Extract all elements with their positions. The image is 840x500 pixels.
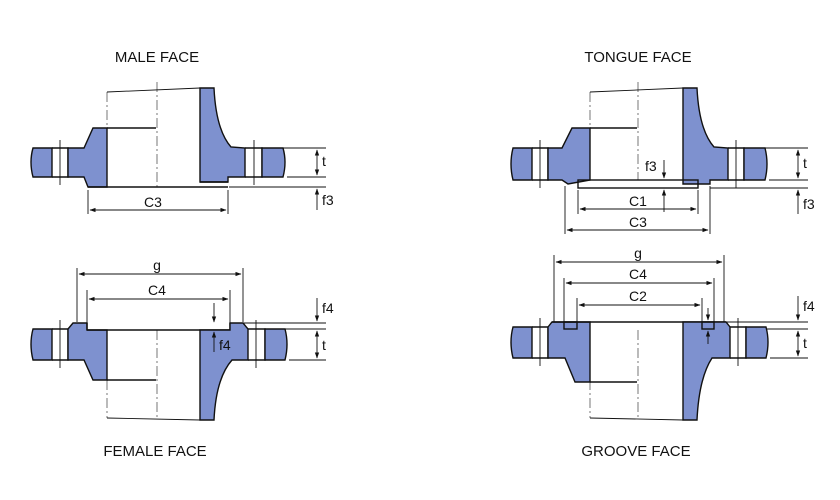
female-t-label: t — [322, 337, 326, 353]
tongue-f3-label: f3 — [803, 196, 815, 212]
groove-g-label: g — [634, 245, 642, 261]
groove-left-flange-tip — [510, 326, 533, 359]
male-face-section: MALE FACE C3 t f3 — [30, 49, 334, 214]
male-right-hub — [199, 87, 246, 183]
male-t-label: t — [322, 153, 326, 169]
tongue-left-flange-body — [547, 127, 591, 185]
tongue-face-title: TONGUE FACE — [584, 49, 691, 66]
male-left-flange-tip — [30, 147, 53, 178]
groove-pipe-break — [589, 417, 684, 421]
male-pipe-break — [106, 87, 201, 93]
groove-face-title: GROOVE FACE — [581, 443, 690, 460]
male-c3-label: C3 — [144, 194, 162, 210]
groove-c4-label: C4 — [629, 266, 647, 282]
groove-face-section: g C4 C2 f4 — [510, 245, 815, 460]
male-right-bolt-hole — [245, 147, 263, 178]
groove-right-flange-tip — [745, 326, 769, 359]
female-f4-inner-label: f4 — [219, 337, 231, 353]
tongue-f3-inner-label: f3 — [645, 158, 657, 174]
groove-c2-label: C2 — [629, 288, 647, 304]
male-f3-label: f3 — [322, 192, 334, 208]
tongue-face-section: TONGUE FACE f3 C1 C3 t — [510, 49, 815, 234]
tongue-pipe-break — [589, 87, 684, 93]
female-left-flange-body — [67, 322, 108, 381]
female-recess-walls — [86, 323, 231, 330]
tongue-c1-label: C1 — [629, 193, 647, 209]
female-face-section: g C4 f4 f4 t FEMALE FA — [30, 257, 334, 460]
female-f4-label: f4 — [322, 300, 334, 316]
groove-left-flange-body — [547, 321, 591, 383]
female-face-title: FEMALE FACE — [103, 443, 206, 460]
female-pipe-break — [106, 417, 201, 421]
groove-right-hub — [682, 321, 731, 421]
female-right-flange-tip — [264, 328, 288, 361]
female-right-hub — [199, 322, 249, 421]
tongue-raised-tongue — [577, 179, 699, 189]
tongue-t-label: t — [803, 155, 807, 171]
female-right-bolt-hole — [248, 328, 266, 361]
male-right-flange-tip — [261, 147, 286, 178]
groove-f4-label: f4 — [803, 298, 815, 314]
tongue-right-flange-tip — [743, 147, 768, 181]
tongue-right-hub — [682, 87, 729, 185]
female-c4-label: C4 — [148, 282, 166, 298]
groove-t-label: t — [803, 335, 807, 351]
tongue-c3-label: C3 — [629, 214, 647, 230]
tongue-left-flange-tip — [510, 147, 533, 181]
male-face-title: MALE FACE — [115, 49, 199, 66]
groove-right-groove — [701, 321, 715, 330]
female-left-flange-tip — [30, 328, 53, 361]
female-g-label: g — [153, 257, 161, 273]
male-left-flange-body — [67, 127, 108, 188]
